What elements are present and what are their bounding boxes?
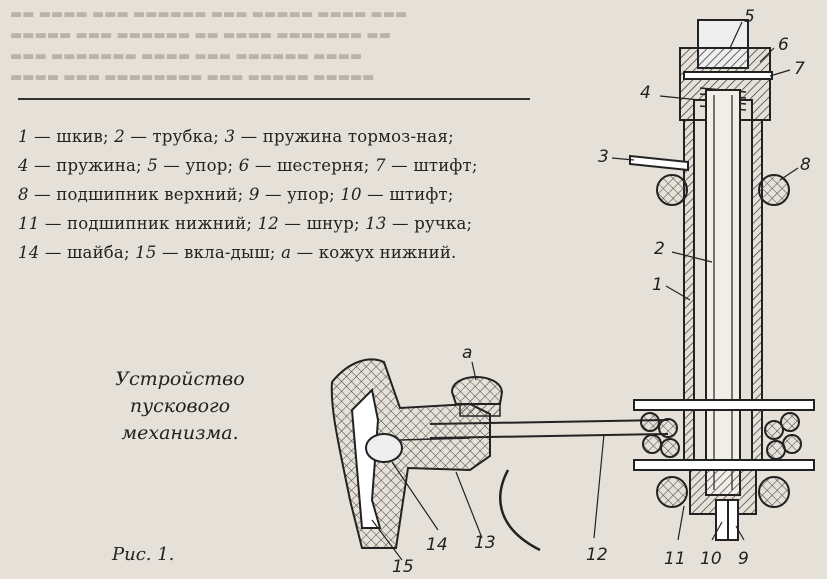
callout-6: 6 bbox=[778, 35, 789, 55]
legend-item: 6 — шестерня; bbox=[238, 156, 370, 175]
leader-lines bbox=[371, 21, 799, 561]
pin-upper bbox=[683, 71, 773, 80]
pull-handle bbox=[330, 358, 491, 549]
bearing-upper-right bbox=[758, 174, 790, 206]
callout-a: а bbox=[462, 343, 472, 363]
legend-item: 7 — штифт; bbox=[375, 156, 478, 175]
legend-item: 15 — вкла-дыш; bbox=[135, 243, 276, 262]
shaft-assembly bbox=[629, 19, 815, 541]
callout-labels: 5 6 7 4 3 8 2 1 а 12 13 14 15 11 10 9 bbox=[392, 7, 811, 577]
callout-7: 7 bbox=[794, 59, 805, 79]
legend-item: 9 — упор; bbox=[248, 185, 335, 204]
legend-item: 13 — ручка; bbox=[365, 214, 473, 233]
callout-13: 13 bbox=[474, 533, 496, 553]
legend-item: 14 — шайба; bbox=[18, 243, 130, 262]
callout-12: 12 bbox=[586, 545, 608, 565]
legend-item: 11 — подшипник нижний; bbox=[18, 214, 253, 233]
cord-windings bbox=[640, 412, 802, 460]
parts-legend: 1 — шкив; 2 — трубка; 3 — пружина тормоз… bbox=[18, 122, 538, 267]
callout-4: 4 bbox=[640, 83, 651, 103]
header-rule bbox=[18, 98, 530, 100]
legend-item: 1 — шкив; bbox=[18, 127, 109, 146]
handle-insert bbox=[350, 387, 382, 529]
washer bbox=[365, 433, 403, 463]
brake-spring bbox=[629, 154, 689, 172]
pulley-flange-bottom bbox=[633, 459, 815, 471]
bearing-lower-left bbox=[656, 476, 688, 508]
callout-1: 1 bbox=[652, 275, 663, 295]
legend-item: 8 — подшипник верхний; bbox=[18, 185, 244, 204]
legend-item: 3 — пружина тормоз-ная; bbox=[224, 127, 454, 146]
legend-item: 12 — шнур; bbox=[257, 214, 360, 233]
lower-cover bbox=[450, 376, 504, 405]
legend-item: 4 — пружина; bbox=[18, 156, 142, 175]
bearing-upper-left bbox=[656, 174, 688, 206]
callout-11: 11 bbox=[664, 549, 686, 569]
callout-14: 14 bbox=[426, 535, 448, 555]
callout-10: 10 bbox=[700, 549, 722, 569]
callout-2: 2 bbox=[654, 239, 665, 259]
legend-item: 2 — трубка; bbox=[114, 127, 219, 146]
legend-item: 5 — упор; bbox=[147, 156, 234, 175]
callout-8: 8 bbox=[800, 155, 811, 175]
bleed-through-texture: ▬▬ ▬▬▬▬ ▬▬▬ ▬▬▬▬▬▬ ▬▬▬ ▬▬▬▬▬ ▬▬▬▬ ▬▬▬▬▬▬… bbox=[10, 7, 408, 85]
callout-15: 15 bbox=[392, 557, 414, 577]
legend-item: а — кожух нижний. bbox=[281, 243, 457, 262]
diagram-caption: Устройство пускового механизма. bbox=[115, 368, 245, 444]
callout-5: 5 bbox=[744, 7, 755, 27]
pulley-flange-top bbox=[633, 399, 815, 411]
bearing-lower-right bbox=[758, 476, 790, 508]
callout-9: 9 bbox=[738, 549, 749, 569]
pin-lower bbox=[727, 499, 739, 541]
figure-label: Рис. 1. bbox=[112, 544, 175, 565]
callout-3: 3 bbox=[598, 147, 609, 167]
inner-tube bbox=[705, 89, 741, 496]
legend-item: 10 — штифт; bbox=[340, 185, 454, 204]
